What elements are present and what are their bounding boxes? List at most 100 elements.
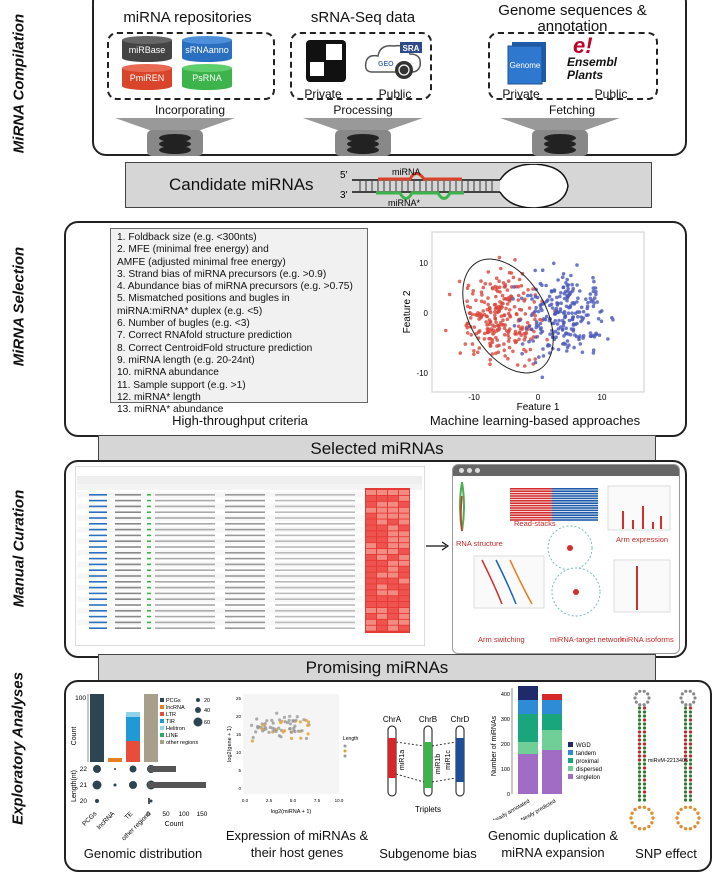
- table-cell: [275, 552, 355, 554]
- genome-box: [488, 32, 658, 100]
- ml-xtick: -10: [468, 393, 480, 402]
- table-cell: [275, 528, 355, 531]
- svg-text:100: 100: [179, 811, 190, 818]
- read-red: [510, 492, 552, 495]
- ml-point-red: [486, 296, 490, 300]
- ml-point-blue: [594, 292, 598, 297]
- ml-scatter-plot: Feature 1 Feature 2 -10 0 10 10 0 -10: [402, 231, 645, 413]
- ml-point-blue: [527, 324, 531, 329]
- snp-bead: [683, 774, 688, 778]
- criterion: 8. Correct CentroidFold structure predic…: [117, 342, 313, 354]
- snp-bead: [688, 794, 693, 798]
- bar-pcgs: [90, 694, 104, 762]
- ml-point-blue: [572, 345, 576, 350]
- genomic-size-legend: 20 40 60: [193, 698, 210, 727]
- snp-bead: [683, 770, 688, 774]
- snp-bead: [629, 816, 633, 820]
- ml-point-red: [497, 328, 501, 332]
- host-point: [298, 720, 302, 724]
- table-cell: [155, 557, 215, 560]
- ml-point-blue: [581, 309, 586, 314]
- ml-point-blue: [565, 339, 570, 343]
- ml-point-blue: [534, 335, 538, 339]
- duplication-caption: Genomic duplication & miRNA expansion: [483, 827, 623, 861]
- host-point: [291, 719, 295, 723]
- ml-point-red: [447, 292, 452, 297]
- criterion: 4. Abundance bias of miRNA precursors (e…: [117, 281, 353, 293]
- table-cell: [89, 511, 107, 513]
- ml-point-red: [480, 293, 484, 297]
- table-cell: [155, 528, 215, 531]
- svg-text:miR1c: miR1c: [445, 750, 452, 770]
- ml-point-red: [485, 314, 489, 318]
- table-cell: [155, 499, 215, 502]
- table-cell: [155, 517, 215, 519]
- heat-cell: [399, 490, 409, 495]
- ml-point-red: [495, 289, 500, 293]
- snp-bead: [642, 734, 647, 738]
- snp-bead: [642, 706, 647, 710]
- ml-point-red: [511, 275, 516, 280]
- snp-bead: [637, 734, 642, 738]
- table-row: [77, 532, 363, 539]
- ml-point-red: [479, 279, 483, 283]
- host-point: [278, 718, 282, 722]
- ml-point-blue: [559, 291, 563, 295]
- svg-text:miR1b: miR1b: [435, 754, 442, 774]
- snp-bead: [688, 738, 693, 742]
- heat-cell: [399, 501, 409, 507]
- host-point: [250, 739, 254, 743]
- ml-point-blue: [560, 275, 565, 280]
- ml-point-blue: [564, 326, 568, 331]
- ml-point-red: [471, 289, 475, 293]
- table-cell: [115, 494, 141, 496]
- criterion: 7. Correct RNAfold structure prediction: [117, 330, 292, 342]
- table-cell: [155, 523, 215, 525]
- ml-point-red: [507, 345, 512, 350]
- snp-bead: [683, 738, 688, 742]
- ml-point-blue: [565, 298, 569, 303]
- subgenome-diagram: ChrA ChrB ChrD miR1a miR1b miR1c Triplet…: [383, 715, 470, 814]
- section-label-compilation: MiRNA Compilation: [10, 13, 28, 154]
- table-cell: [275, 494, 355, 496]
- heat-cell: [377, 490, 387, 495]
- table-row: [77, 503, 363, 510]
- heat-cell: [388, 566, 398, 572]
- ml-point-red: [506, 296, 511, 300]
- table-cell: [89, 575, 107, 577]
- ml-point-red: [484, 320, 488, 324]
- ml-point-red: [524, 330, 529, 335]
- read-red: [510, 512, 552, 514]
- read-red: [510, 509, 552, 512]
- ml-point-red: [500, 305, 504, 309]
- table-cell: [147, 552, 151, 554]
- ml-point-blue: [547, 351, 552, 355]
- snp-bead: [688, 754, 693, 758]
- cylinder-mirbase: miRBase: [122, 36, 172, 62]
- table-cell: [89, 610, 107, 612]
- svg-text:100: 100: [501, 767, 510, 773]
- snp-bead: [683, 778, 688, 782]
- table-cell: [89, 505, 107, 508]
- svg-text:tandem: tandem: [576, 751, 596, 757]
- heat-cell: [366, 572, 376, 578]
- ml-point-red: [473, 312, 478, 317]
- heat-cell: [399, 537, 409, 543]
- table-cell: [115, 505, 141, 508]
- snp-bead: [650, 821, 654, 825]
- host-point: [260, 727, 264, 731]
- host-point: [289, 736, 294, 740]
- ml-point-blue: [512, 324, 517, 328]
- ml-ytick: 0: [424, 309, 429, 318]
- public-cloud-icon: SRA GEO: [364, 42, 422, 79]
- table-cell: [225, 563, 265, 566]
- duplication-caption-line1: Genomic duplication &: [487, 828, 619, 843]
- table-cell: [147, 499, 151, 502]
- ml-point-red: [513, 340, 518, 345]
- snp-bead: [683, 758, 688, 762]
- ml-point-blue: [563, 313, 567, 318]
- ml-point-red: [502, 313, 507, 317]
- svg-text:0: 0: [146, 811, 150, 818]
- ensembl-line1: Ensembl: [567, 55, 618, 69]
- table-cell: [225, 494, 265, 496]
